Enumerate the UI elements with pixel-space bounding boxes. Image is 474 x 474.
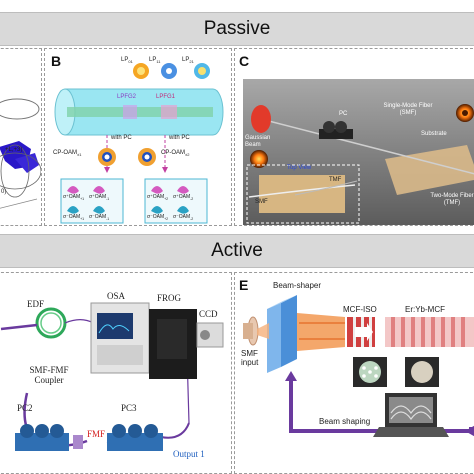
mcf-iso-label: MCF-ISO <box>343 305 377 314</box>
sigma-label-7: σ⁻OAM+2 <box>147 214 169 221</box>
er-yb-mcf-label: Er:Yb-MCF <box>405 305 445 314</box>
smf-input-label: SMF input <box>241 349 259 367</box>
smf-callout: Single-Mode Fiber (SMF) <box>383 103 433 116</box>
panel-e: E <box>234 272 474 474</box>
panel-c: C Gaussian Beam PC Single-Mode Fiber (SM… <box>234 48 474 226</box>
panel-b-label: B <box>51 53 62 69</box>
edf-label: EDF <box>27 299 45 309</box>
mode-lp11: LP11 <box>149 57 161 65</box>
mode-lp01: LP01 <box>121 57 133 65</box>
with-pc-1: with PC <box>111 135 132 141</box>
sigma-label-6: σ⁺OAM-2 <box>173 194 194 201</box>
sigma-label-5: σ⁺OAM+2 <box>147 194 169 201</box>
grating-lpfg2: LPFG2 <box>117 94 137 100</box>
fmf-label: FMF <box>87 429 106 439</box>
pc-label: PC <box>339 111 348 117</box>
panel-d-figure <box>0 302 224 451</box>
sigma-label-4: σ⁻OAM-1 <box>89 214 110 221</box>
cp-oam-2: CP-OAM±2 <box>161 150 190 158</box>
sigma-label-8: σ⁻OAM-2 <box>173 214 194 221</box>
pc2-label: PC2 <box>17 403 33 413</box>
panel-a-fragment: +L,+3) 0) <box>0 48 42 226</box>
panel-a-label-1: +L,+3) <box>5 147 23 153</box>
panel-c-label: C <box>239 53 250 69</box>
sigma-label-2: σ⁺OAM-1 <box>89 194 110 201</box>
tmf-callout: Two-Mode Fiber (TMF) <box>430 193 474 206</box>
frog-label: FROG <box>157 293 182 303</box>
tmf-label: TMF <box>329 177 342 183</box>
top-view-label: Top View <box>287 165 312 171</box>
gaussian-beam-label: Gaussian Beam <box>245 135 271 148</box>
panel-d: EDF OSA FROG CCD SMF-FMF Coupler PC2 PC3… <box>0 272 232 474</box>
panel-e-label: E <box>239 277 249 293</box>
beam-shaper-label: Beam-shaper <box>273 281 322 290</box>
active-title: Active <box>211 240 263 261</box>
with-pc-2: with PC <box>169 135 190 141</box>
panel-c-figure <box>243 79 474 225</box>
panel-a-figure <box>0 98 41 209</box>
smf-label: SMF <box>255 199 268 205</box>
passive-title: Passive <box>203 18 271 39</box>
beam-shaping-label: Beam shaping <box>319 417 371 426</box>
grating-lpfg1: LPFG1 <box>156 94 176 100</box>
pc3-label: PC3 <box>121 403 137 413</box>
substrate-label: Substrate <box>421 131 447 137</box>
sigma-label-1: σ⁺OAM+1 <box>63 194 85 201</box>
coupler-label: SMF-FMF Coupler <box>29 365 69 385</box>
cp-oam-1: CP-OAM±1 <box>53 150 82 158</box>
output-1-label: Output 1 <box>173 449 205 459</box>
panel-b-figure <box>54 63 224 224</box>
osa-label: OSA <box>107 291 126 301</box>
panel-b: B LP01 LP11 LP21 LPFG2 LPFG1 wit <box>44 48 232 226</box>
passive-banner: Passive <box>0 12 474 46</box>
panel-e-figure <box>243 295 474 437</box>
panel-a-label-2: 0) <box>1 189 7 195</box>
mode-lp21: LP21 <box>182 57 194 65</box>
ccd-label: CCD <box>199 309 218 319</box>
sigma-label-3: σ⁻OAM+1 <box>63 214 85 221</box>
active-banner: Active <box>0 234 474 268</box>
